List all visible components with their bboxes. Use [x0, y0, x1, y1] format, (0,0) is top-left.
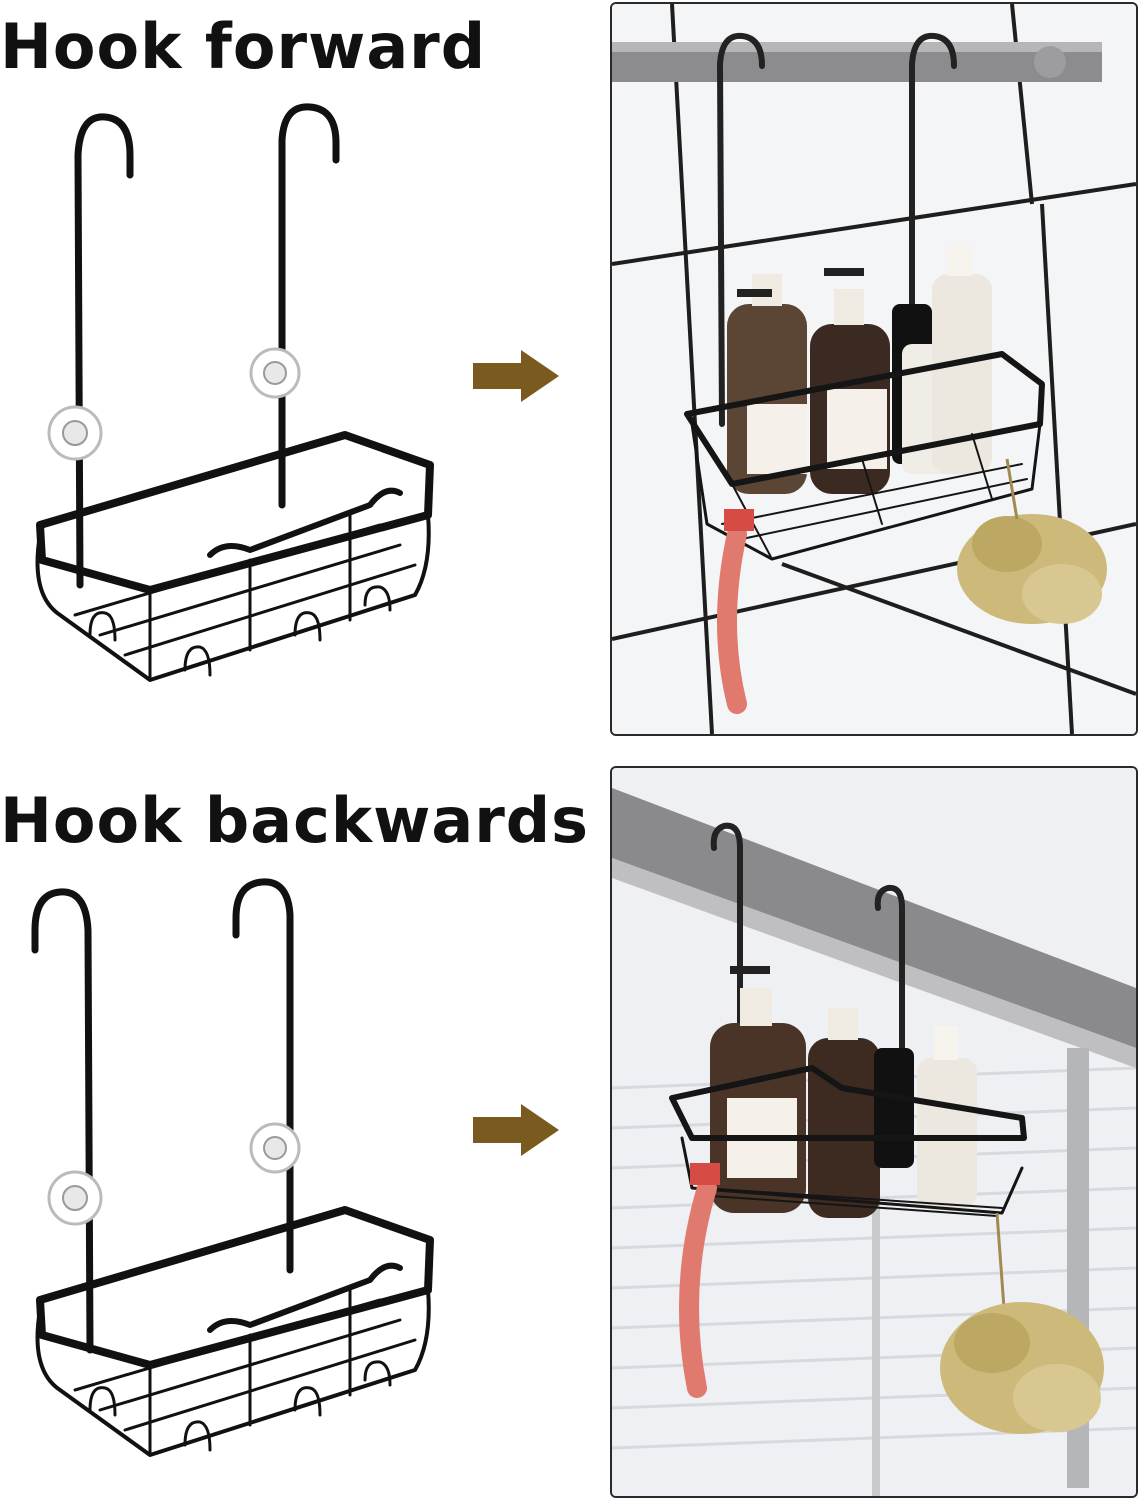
right-arrow-icon [473, 350, 559, 402]
photo-hook-backwards [610, 766, 1138, 1498]
loofah-icon [940, 1212, 1104, 1434]
caddy-illustration-forward [35, 103, 434, 682]
right-arrow-icon [473, 1104, 559, 1156]
suction-cup-icon [47, 1170, 103, 1226]
suction-cup-icon [47, 405, 103, 461]
caddy-illustration-backwards [31, 878, 434, 1457]
loofah-icon [957, 458, 1107, 624]
suction-cup-icon [249, 347, 301, 399]
heading-hook-forward: Hook forward [0, 10, 487, 83]
photo-hook-forward [610, 2, 1138, 736]
heading-hook-backwards: Hook backwards [0, 784, 590, 857]
suction-cup-icon [249, 1122, 301, 1174]
